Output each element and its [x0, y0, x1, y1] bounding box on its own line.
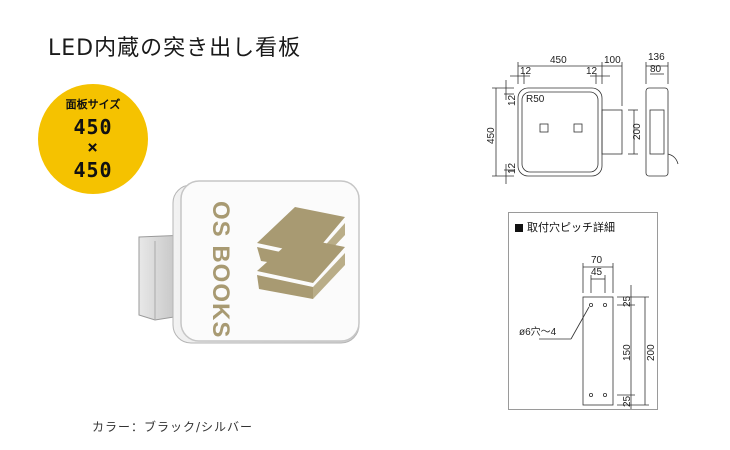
dim-radius: R50 — [526, 94, 545, 105]
badge-label: 面板サイズ — [65, 98, 121, 111]
dim-side-inner: 80 — [650, 64, 662, 75]
dim-margin-left: 12 — [520, 66, 532, 77]
square-icon — [515, 224, 523, 232]
dim-h200: 200 — [646, 344, 657, 361]
dim-depth: 100 — [604, 55, 621, 66]
detail-title: 取付穴ピッチ詳細 — [515, 219, 615, 235]
dim-h150: 150 — [622, 344, 633, 361]
badge-height: 450 — [73, 158, 113, 182]
dim-margin-top: 12 — [507, 94, 518, 106]
sign-illustration: OS BOOKS — [138, 180, 360, 344]
dim-height: 450 — [486, 127, 497, 144]
hole-label: ø6穴～4 — [519, 325, 557, 338]
dim-margin-bottom: 12 — [507, 162, 518, 174]
dim-w45: 45 — [591, 267, 603, 278]
bracket-view — [601, 109, 623, 155]
dimension-drawing: 450 100 136 80 12 12 R50 450 12 12 200 — [486, 52, 679, 184]
size-badge: 面板サイズ 450 × 450 — [38, 84, 148, 194]
detail-title-text: 取付穴ピッチ詳細 — [527, 221, 615, 234]
hole-pitch-detail: 取付穴ピッチ詳細 70 45 ø6穴～4 25 150 200 25 — [508, 212, 658, 410]
color-caption: カラー：ブラック/シルバー — [92, 420, 254, 434]
dim-bracket: 200 — [632, 123, 643, 140]
dim-side-width: 136 — [648, 52, 665, 63]
hole-pitch-drawing: 70 45 ø6穴～4 25 150 200 25 — [519, 255, 657, 409]
sign-text: OS BOOKS — [207, 201, 234, 338]
badge-times: × — [87, 137, 99, 158]
dim-h25-top: 25 — [622, 295, 633, 307]
dim-w70: 70 — [591, 255, 603, 266]
books-icon — [257, 207, 345, 299]
dim-h25-bottom: 25 — [622, 395, 633, 407]
dim-width: 450 — [550, 55, 567, 66]
page-title: LED内蔵の突き出し看板 — [48, 36, 302, 61]
dim-margin-right: 12 — [586, 66, 598, 77]
badge-width: 450 — [73, 115, 113, 139]
mounting-plate — [582, 296, 614, 406]
side-view — [645, 87, 669, 177]
